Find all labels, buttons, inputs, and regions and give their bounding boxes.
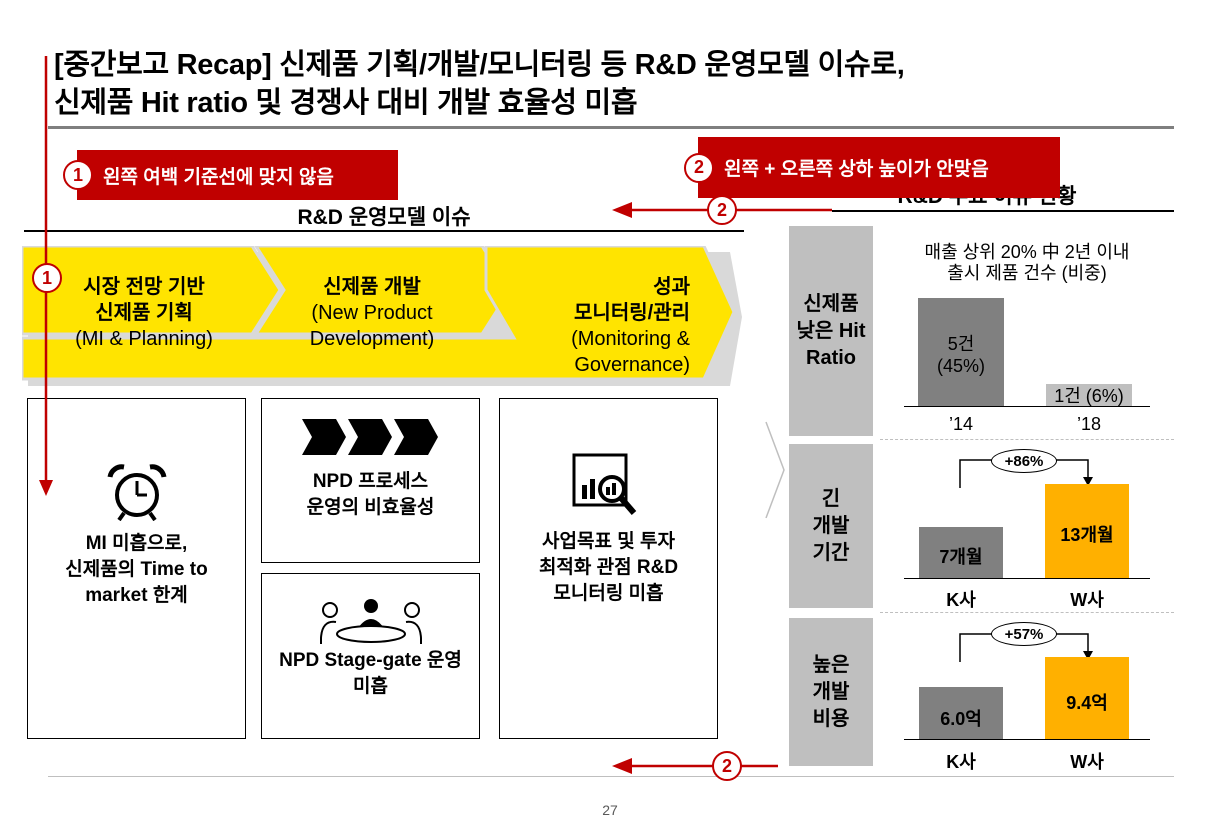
callout-1-text: 왼쪽 여백 기준선에 맞지 않음	[103, 166, 334, 188]
callout-1: 1 왼쪽 여백 기준선에 맞지 않음	[63, 150, 398, 200]
chart1-tick-2014: ’14	[948, 414, 974, 434]
marker-1-left-margin: 1	[32, 263, 62, 293]
chart3-value-w: 9.4억	[1066, 693, 1108, 713]
chart3-bar-k	[919, 687, 1003, 739]
chart3-axis	[904, 739, 1150, 740]
stage-monitoring: 성과 모니터링/관리 (Monitoring & Governance)	[571, 276, 690, 376]
chart3-value-k: 6.0억	[940, 709, 982, 729]
chart1-value-2014: 5건 (45%)	[936, 334, 985, 376]
chart1-value-2018: 1건 (6%)	[1054, 386, 1124, 406]
chart1-bar-2018	[1046, 384, 1132, 406]
page-number: 27	[602, 802, 618, 818]
chart1-bar-2014	[918, 298, 1004, 406]
issue-npd-stage-text: NPD Stage-gate 운영 미흡	[279, 650, 462, 697]
chart2-bar-k	[919, 527, 1003, 578]
marker-2-top: 2	[707, 195, 737, 225]
chart2-bar-w	[1045, 484, 1129, 578]
chart2-axis	[904, 578, 1150, 579]
issue-box-npd-stage: NPD Stage-gate 운영 미흡	[261, 573, 480, 739]
chart2-tick-w: W사	[1070, 590, 1104, 610]
issue-mi-text: MI 미흡으로, 신제품의 Time to market 한계	[65, 533, 208, 606]
chevron-separator	[765, 421, 785, 748]
callout-2-number: 2	[684, 152, 714, 183]
hit-ratio-note: 매출 상위 20% 中 2년 이내 출시 제품 건수 (비중)	[924, 242, 1130, 283]
right-header-rule	[832, 210, 1174, 212]
issue-box-mi: MI 미흡으로, 신제품의 Time to market 한계	[27, 398, 246, 739]
title-line-2: 신제품 Hit ratio 및 경쟁사 대비 개발 효율성 미흡	[54, 87, 638, 119]
bottom-rule	[48, 776, 1174, 777]
left-section-header: R&D 운영모델 이슈	[297, 206, 471, 229]
magnifier-chart-icon	[572, 453, 637, 515]
chart1-tick-2018: ’18	[1076, 414, 1102, 434]
chart2-value-w: 13개월	[1060, 525, 1114, 545]
left-header-rule	[24, 230, 744, 232]
title-line-1: [중간보고 Recap] 신제품 기획/개발/모니터링 등 R&D 운영모델 이…	[54, 49, 905, 81]
chart2-value-k: 7개월	[939, 547, 983, 567]
issue-box-npd-process: NPD 프로세스 운영의 비효율성	[261, 398, 480, 563]
callout-2: 2 왼쪽 + 오른쪽 상하 높이가 안맞음	[684, 137, 1060, 198]
page-title: [중간보고 Recap] 신제품 기획/개발/모니터링 등 R&D 운영모델 이…	[54, 46, 1174, 122]
chart2-tick-k: K사	[946, 590, 976, 610]
row-divider-2	[880, 612, 1174, 613]
stage-mi-planning: 시장 전망 기반 신제품 기획 (MI & Planning)	[75, 276, 213, 350]
chart3-tick-w: W사	[1070, 752, 1104, 772]
chart1-axis	[904, 406, 1150, 407]
title-divider	[48, 126, 1174, 129]
chart3-bar-w	[1045, 657, 1129, 739]
stage-npd: 신제품 개발 (New Product Development)	[309, 276, 435, 350]
meeting-icon	[320, 599, 422, 644]
chart2-delta-badge: +86%	[991, 449, 1057, 473]
callout-2-text: 왼쪽 + 오른쪽 상하 높이가 안맞음	[724, 159, 989, 180]
issue-box-monitoring: 사업목표 및 투자 최적화 관점 R&D 모니터링 미흡	[499, 398, 718, 739]
issue-npd-process-text: NPD 프로세스 운영의 비효율성	[306, 471, 435, 518]
row-divider-1	[880, 439, 1174, 440]
process-chevrons	[22, 246, 742, 386]
alarm-clock-icon	[107, 464, 167, 521]
marker-2-bottom: 2	[712, 751, 742, 781]
chart3-delta-badge: +57%	[991, 622, 1057, 646]
issue-monitoring-text: 사업목표 및 투자 최적화 관점 R&D 모니터링 미흡	[538, 531, 679, 604]
callout-1-number: 1	[63, 160, 93, 190]
chart3-tick-k: K사	[946, 752, 976, 772]
chevron-process-icon	[302, 419, 438, 455]
